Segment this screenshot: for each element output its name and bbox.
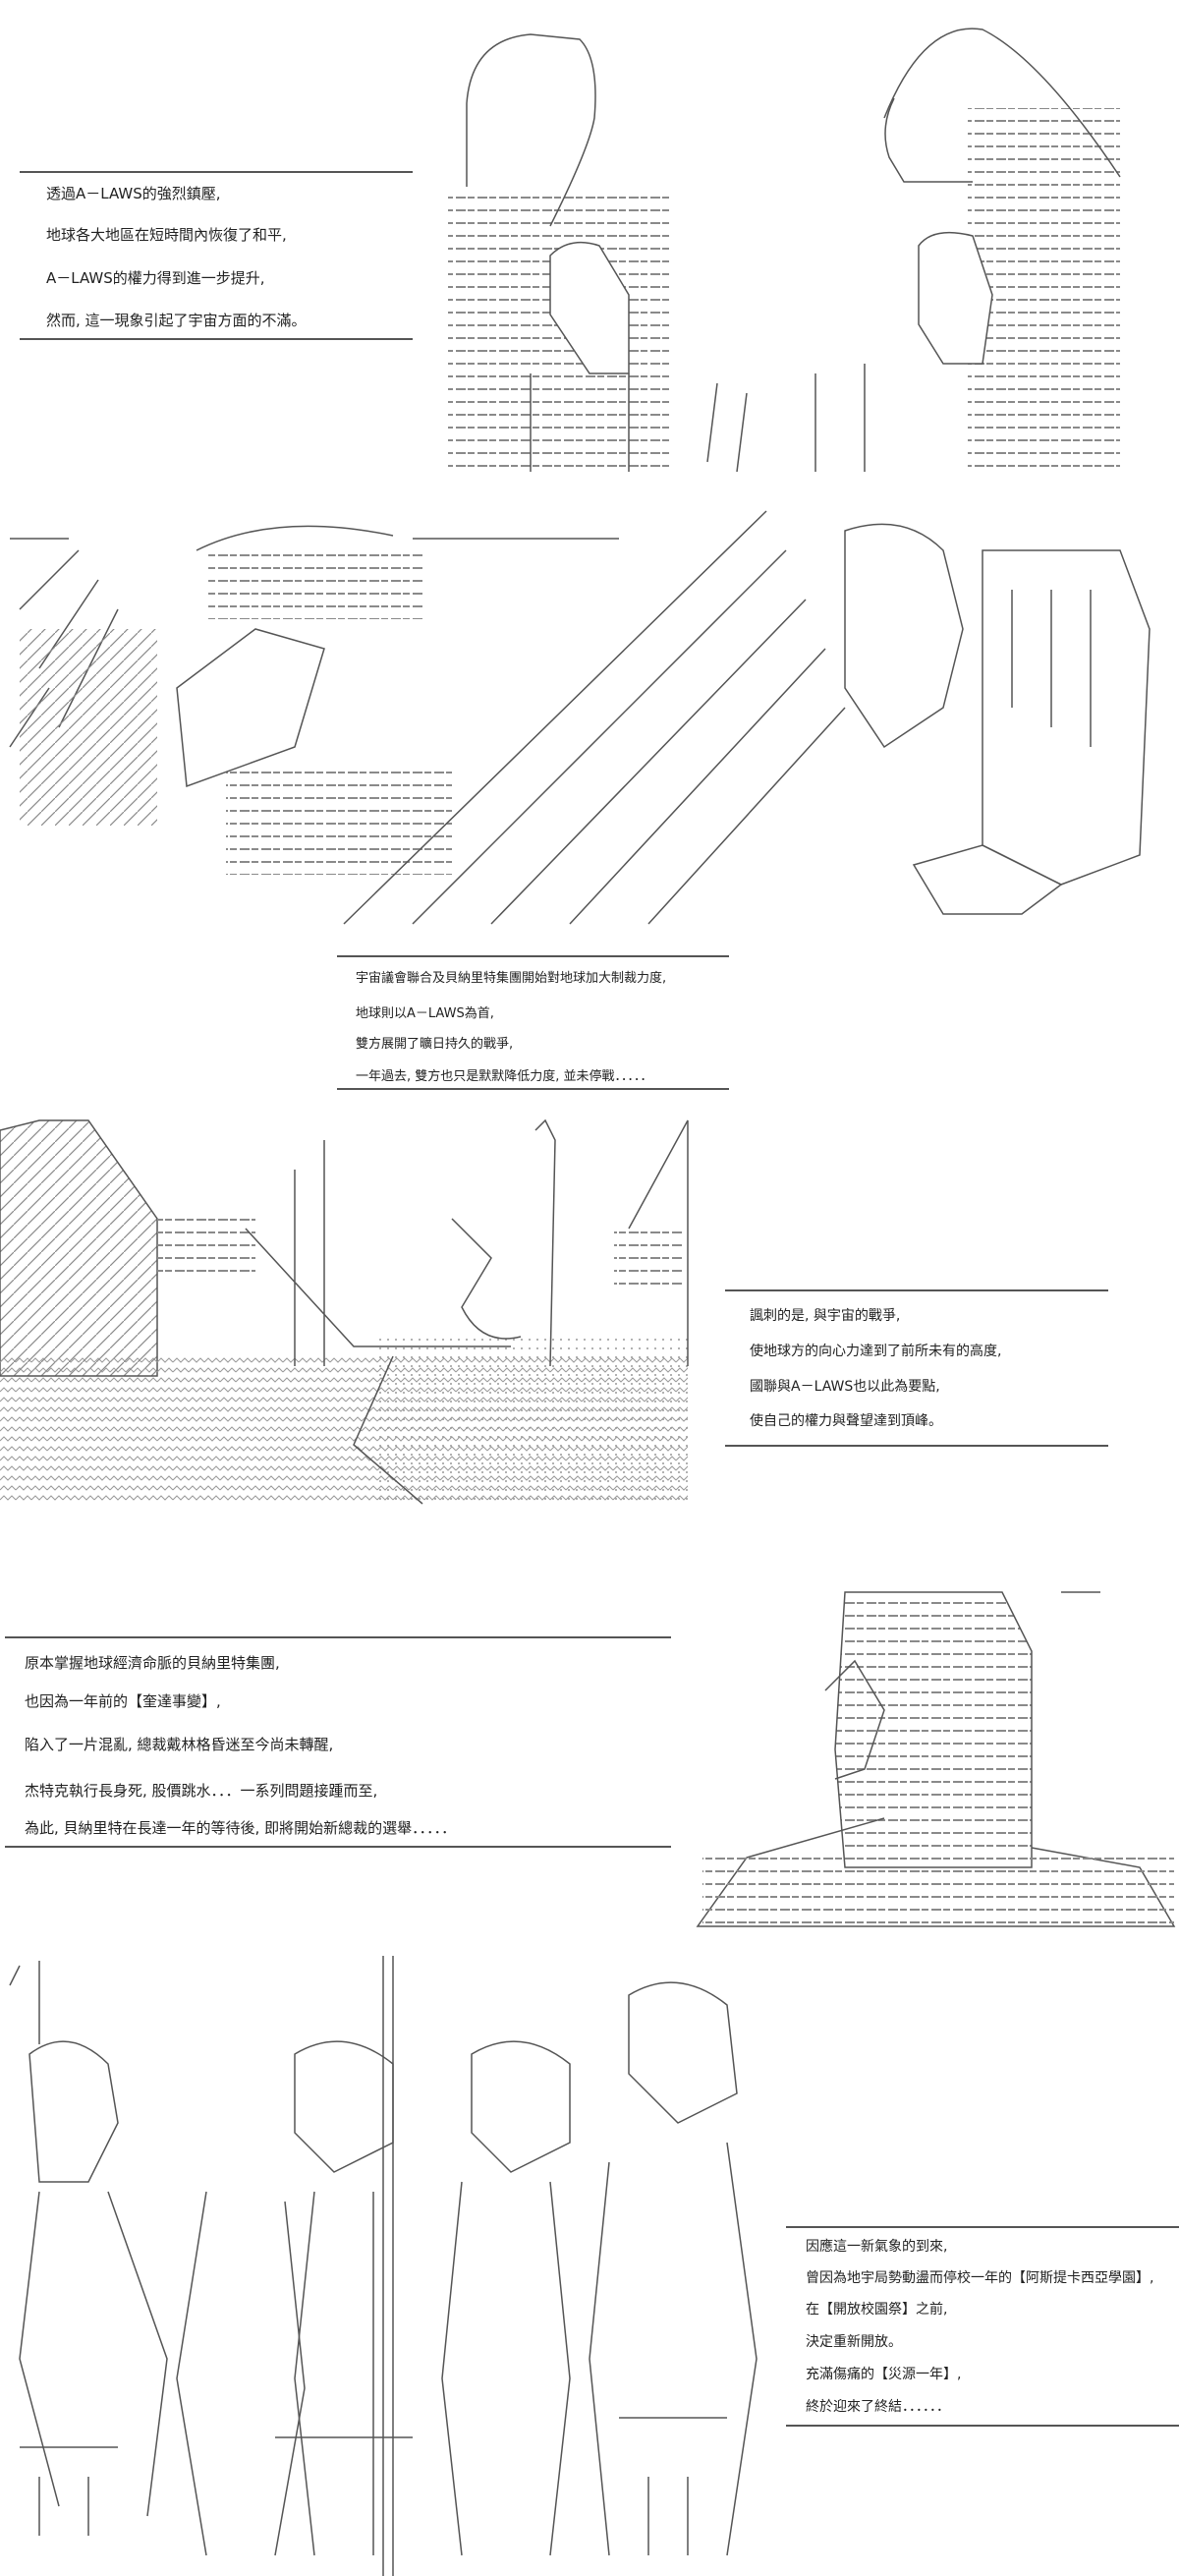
- caption-box-3: 諷刺的是, 與宇宙的戰爭, 使地球方的向心力達到了前所未有的高度, 國聯與A－L…: [725, 1289, 1108, 1447]
- caption-line: 一年過去, 雙方也只是默默降低力度, 並未停戰．．．．．: [356, 1069, 653, 1084]
- panel-1-art: [448, 28, 1121, 473]
- caption-line: 地球各大地區在短時間內恢復了和平,: [46, 226, 287, 244]
- panel-2-art: [9, 510, 1151, 925]
- caption-line: 也因為一年前的【奎達事變】,: [25, 1692, 221, 1710]
- caption-line: A－LAWS的權力得到進一步提升,: [46, 269, 265, 287]
- caption-line: 宇宙議會聯合及貝納里特集團開始對地球加大制裁力度,: [356, 971, 667, 986]
- caption-line: 因應這一新氣象的到來,: [806, 2239, 948, 2255]
- caption-line: 使地球方的向心力達到了前所未有的高度,: [750, 1344, 1002, 1359]
- caption-box-5: 因應這一新氣象的到來, 曾因為地宇局勢動盪而停校一年的【阿斯提卡西亞學園】, 在…: [786, 2226, 1179, 2427]
- caption-line: 終於迎來了終結．．．．．．: [806, 2399, 950, 2415]
- caption-line: 曾因為地宇局勢動盪而停校一年的【阿斯提卡西亞學園】,: [806, 2270, 1154, 2286]
- panel-3-art: [0, 1118, 689, 1505]
- caption-line: 決定重新開放。: [806, 2334, 902, 2350]
- caption-line: 為此, 貝納里特在長達一年的等待後, 即將開始新總裁的選舉．．．．．: [25, 1819, 457, 1837]
- caption-line: 使自己的權力與聲望達到頂峰。: [750, 1413, 942, 1429]
- panel-5-art: [9, 1956, 758, 2576]
- caption-line: 雙方展開了曠日持久的戰爭,: [356, 1037, 514, 1052]
- caption-line: 充滿傷痛的【災源一年】,: [806, 2367, 962, 2382]
- caption-line: 在【開放校園祭】之前,: [806, 2302, 948, 2318]
- caption-line: 國聯與A－LAWS也以此為要點,: [750, 1379, 940, 1395]
- caption-line: 杰特克執行長身死, 股價跳水．．．一系列問題接踵而至,: [25, 1782, 378, 1800]
- caption-box-4: 原本掌握地球經濟命脈的貝納里特集團, 也因為一年前的【奎達事變】, 陷入了一片混…: [5, 1636, 671, 1848]
- caption-line: 然而, 這一現象引起了宇宙方面的不滿。: [46, 312, 307, 329]
- caption-box-2: 宇宙議會聯合及貝納里特集團開始對地球加大制裁力度, 地球則以A－LAWS為首, …: [337, 955, 729, 1090]
- caption-line: 諷刺的是, 與宇宙的戰爭,: [750, 1308, 901, 1324]
- panel-4-art: [696, 1591, 1176, 1927]
- caption-line: 陷入了一片混亂, 總裁戴林格昏迷至今尚未轉醒,: [25, 1736, 334, 1753]
- caption-line: 透過A－LAWS的強烈鎮壓,: [46, 185, 221, 202]
- caption-box-1: 透過A－LAWS的強烈鎮壓, 地球各大地區在短時間內恢復了和平, A－LAWS的…: [20, 171, 413, 340]
- caption-line: 地球則以A－LAWS為首,: [356, 1006, 494, 1021]
- caption-line: 原本掌握地球經濟命脈的貝納里特集團,: [25, 1654, 280, 1672]
